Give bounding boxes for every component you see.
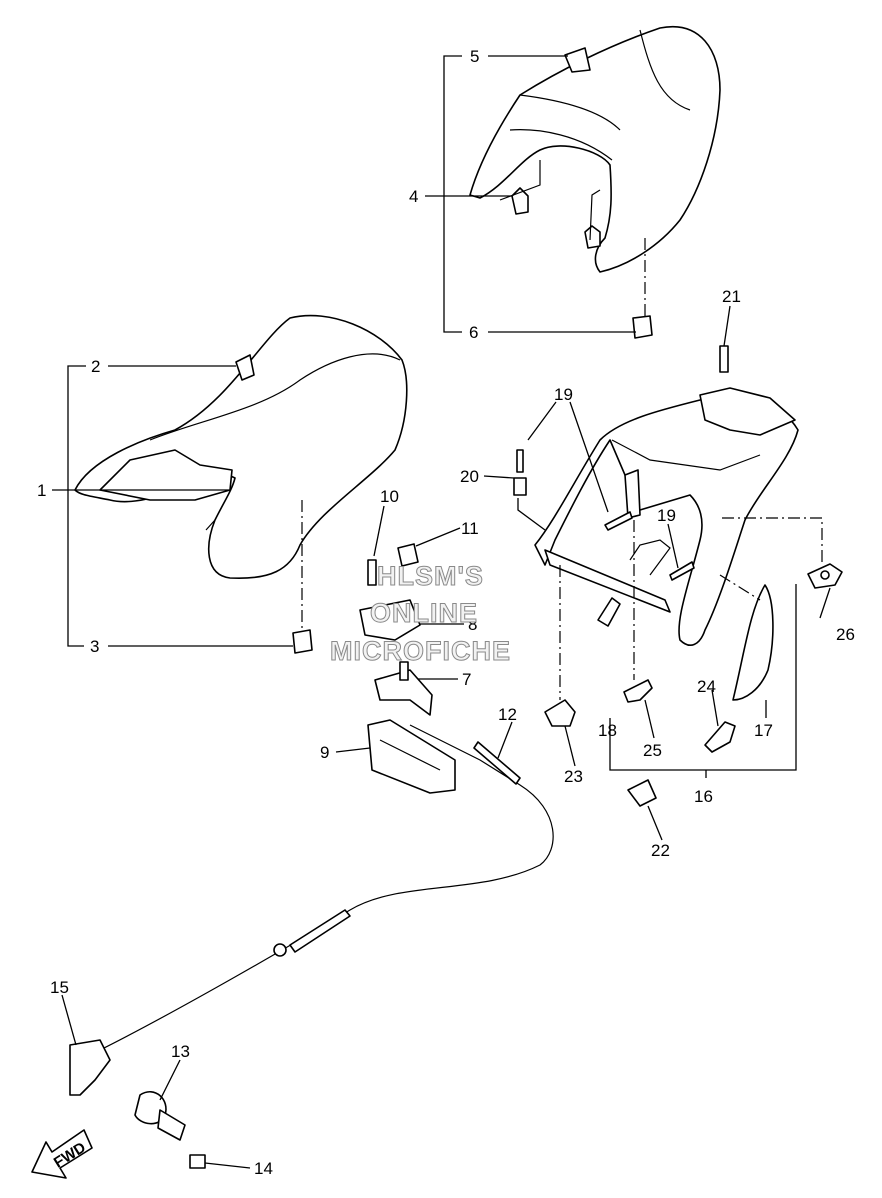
callout-26: 26 bbox=[836, 625, 855, 644]
callout-5: 5 bbox=[470, 47, 479, 66]
watermark: HLSM'S ONLINE MICROFICHE bbox=[330, 561, 511, 667]
callout-6: 6 bbox=[469, 323, 478, 342]
callout-11: 11 bbox=[461, 519, 479, 538]
watermark-line-3: MICROFICHE bbox=[330, 636, 511, 666]
callout-16: 16 bbox=[694, 787, 713, 806]
callout-19a: 19 bbox=[554, 385, 573, 404]
callout-25: 25 bbox=[643, 741, 662, 760]
callout-21: 21 bbox=[722, 287, 741, 306]
leader-lines bbox=[52, 55, 831, 1169]
callout-18: 18 bbox=[598, 721, 617, 740]
front-seat bbox=[74, 314, 408, 580]
callout-2: 2 bbox=[91, 357, 100, 376]
watermark-line-2: ONLINE bbox=[370, 598, 478, 628]
fwd-arrow-icon: FWD bbox=[31, 1129, 93, 1179]
small-parts bbox=[69, 315, 843, 1169]
callout-9: 9 bbox=[320, 743, 329, 762]
callout-4: 4 bbox=[409, 187, 418, 206]
callout-20: 20 bbox=[460, 467, 479, 486]
callout-19b: 19 bbox=[657, 506, 676, 525]
callout-24: 24 bbox=[697, 677, 716, 696]
rear-seat bbox=[469, 25, 721, 273]
rear-carrier bbox=[534, 387, 799, 646]
callout-13: 13 bbox=[171, 1042, 190, 1061]
callout-17: 17 bbox=[754, 721, 773, 740]
callout-10: 10 bbox=[380, 487, 399, 506]
callout-1: 1 bbox=[37, 481, 46, 500]
callout-labels: 1 2 3 4 5 6 7 8 9 10 11 12 13 14 15 16 1… bbox=[37, 47, 855, 1178]
callout-23: 23 bbox=[564, 767, 583, 786]
callout-14: 14 bbox=[254, 1159, 273, 1178]
watermark-line-1: HLSM'S bbox=[377, 561, 484, 591]
callout-8: 8 bbox=[468, 615, 477, 634]
callout-3: 3 bbox=[90, 637, 99, 656]
callout-12: 12 bbox=[498, 705, 517, 724]
callout-15: 15 bbox=[50, 978, 69, 997]
callout-22: 22 bbox=[651, 841, 670, 860]
callout-7: 7 bbox=[462, 670, 471, 689]
